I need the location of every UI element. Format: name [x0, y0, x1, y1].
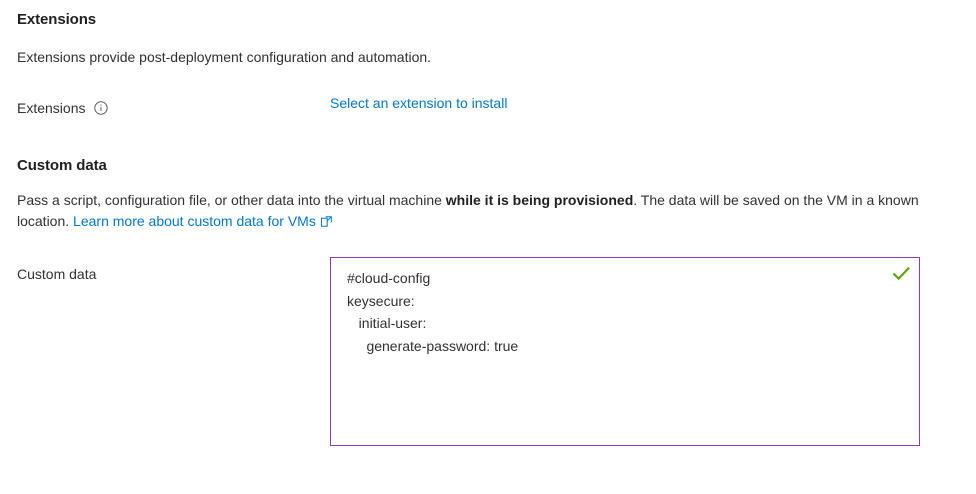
custom-data-section-description: Pass a script, configuration file, or ot…	[17, 190, 927, 232]
extensions-label-text: Extensions	[17, 100, 86, 116]
select-extension-link[interactable]: Select an extension to install	[330, 95, 508, 111]
external-link-icon	[320, 216, 332, 227]
custom-data-field-label: Custom data	[17, 266, 97, 282]
custom-data-desc-part1: Pass a script, configuration file, or ot…	[17, 192, 446, 208]
extensions-section-description: Extensions provide post-deployment confi…	[17, 49, 432, 65]
custom-data-textarea[interactable]	[331, 258, 919, 445]
custom-data-input-container[interactable]	[330, 257, 920, 446]
extensions-field-label: Extensions	[17, 100, 109, 116]
custom-data-desc-emphasis: while it is being provisioned	[445, 192, 634, 208]
custom-data-section-heading: Custom data	[17, 157, 107, 174]
custom-data-desc-part2: . The data will be saved on the VM in a …	[17, 192, 919, 229]
info-icon[interactable]	[94, 101, 109, 115]
learn-more-custom-data-link[interactable]: Learn more about custom data for VMs	[73, 213, 316, 229]
extensions-section-heading: Extensions	[17, 11, 97, 28]
